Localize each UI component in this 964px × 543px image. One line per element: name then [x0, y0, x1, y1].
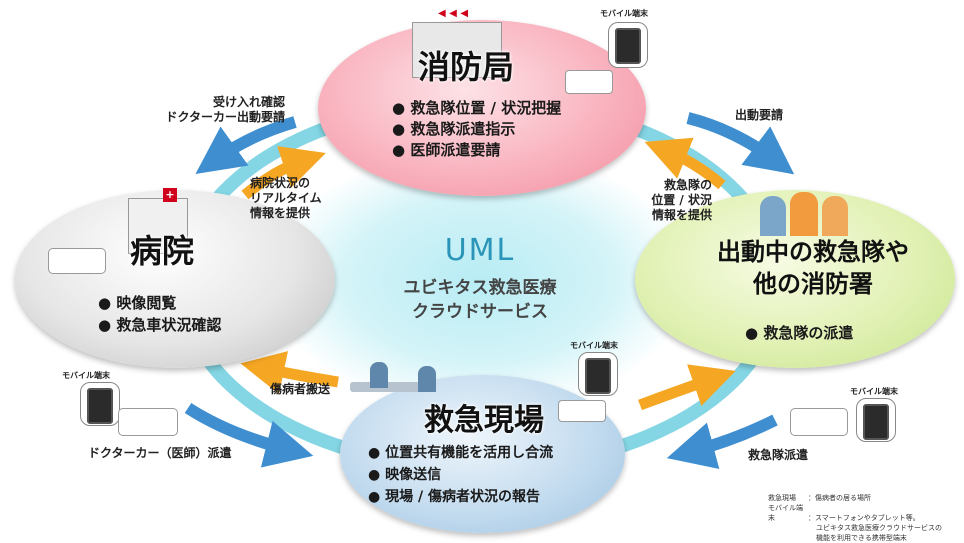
device-label: モバイル端末: [62, 371, 110, 380]
hospital-building-icon: [128, 198, 188, 254]
flow-label-team-info-line1: 救急隊の: [663, 178, 712, 192]
hospital-bullet: 救急車状況確認: [98, 314, 221, 336]
center-line1: ユビキタス救急医療: [403, 278, 557, 298]
flow-label-hospital-info-line3: 情報を提供: [250, 206, 311, 220]
ambulance-team-title-line1: 出動中の救急隊や: [717, 238, 909, 266]
hospital-bullet: 映像閲覧: [98, 292, 221, 314]
fire-bureau-title: 消防局: [418, 48, 515, 86]
legend-mobile-desc1: ：スマートフォンやタブレット等。: [808, 514, 920, 522]
flow-label-hospital-info-line1: 病院状況の: [250, 176, 311, 190]
mobile-phone-icon: [585, 358, 611, 394]
doctor-car-icon: [48, 248, 106, 274]
flow-label-acceptance: 受け入れ確認 ドクターカー出動要請: [140, 95, 285, 125]
center-service-name: ユビキタス救急医療 クラウドサービス: [370, 276, 590, 324]
ambulance-team-bullet: 救急隊の派遣: [745, 322, 853, 343]
scene-bullet: 位置共有機能を活用し合流: [368, 442, 553, 464]
flow-label-team-info-line2: 位置 / 状況: [651, 193, 712, 207]
legend-mobile-row: モバイル端末 ：スマートフォンやタブレット等。: [768, 503, 958, 523]
flow-label-team-info-line3: 情報を提供: [651, 208, 712, 222]
hospital-title: 病院: [130, 232, 195, 270]
fire-bureau-bullet: 医師派遣要請: [392, 140, 561, 161]
device-label: モバイル端末: [600, 9, 648, 18]
ambulance-icon: [558, 400, 606, 422]
legend: 救急現場 ：傷病者の居る場所 モバイル端末 ：スマートフォンやタブレット等。 ユビキ…: [768, 493, 958, 543]
flow-label-patient-transport: 傷病者搬送: [270, 382, 331, 396]
fire-bureau-bullet: 救急隊派遣指示: [392, 119, 561, 140]
legend-scene-desc: ：傷病者の居る場所: [808, 494, 871, 502]
rescue-workers-icon: [760, 192, 852, 236]
arrow-fire-to-hospital: [195, 116, 297, 174]
arrow-team-to-fire: [644, 137, 726, 190]
building-icon: [412, 22, 502, 78]
arrow-scene-to-team: [638, 364, 736, 411]
flow-label-doctor-car: ドクターカー（医師）派遣: [88, 446, 232, 460]
ambulance-icon: [790, 408, 848, 436]
hospital-bullets: 映像閲覧 救急車状況確認: [98, 292, 221, 336]
scene-title: 救急現場: [424, 403, 544, 438]
fire-bureau-bullet: 救急隊位置 / 状況把握: [392, 98, 561, 119]
ambulance-team-bullets: 救急隊の派遣: [745, 322, 853, 343]
red-cross-icon: +: [163, 188, 177, 202]
ambulance-team-title: 出動中の救急隊や 他の消防署: [678, 236, 948, 300]
mobile-phone-icon: [87, 388, 113, 424]
legend-mobile-term: モバイル端末: [768, 504, 803, 522]
arrow-scene-to-hospital: [240, 351, 339, 395]
flow-label-dispatch-request: 出動要請: [735, 108, 784, 122]
uml-logo: UML: [444, 233, 516, 268]
legend-scene-term: 救急現場: [768, 494, 796, 502]
arrow-hospital-to-fire: [241, 146, 326, 200]
ambulance-icon: [565, 70, 613, 94]
center-line2: クラウドサービス: [412, 302, 548, 322]
mobile-phone-icon: [615, 28, 641, 64]
arrow-hospital-to-scene: [184, 402, 314, 468]
device-label: モバイル端末: [570, 341, 618, 350]
scene-bullets: 位置共有機能を活用し合流 映像送信 現場 / 傷病者状況の報告: [368, 442, 553, 508]
scene-bullet: 現場 / 傷病者状況の報告: [368, 486, 553, 508]
legend-scene-row: 救急現場 ：傷病者の居る場所: [768, 493, 958, 503]
flow-label-team-info: 救急隊の 位置 / 状況 情報を提供: [650, 178, 712, 223]
arrow-team-to-scene: [666, 414, 778, 470]
flag-icon: ◀ ◀ ◀: [438, 8, 469, 19]
flow-label-hospital-info: 病院状況の リアルタイム 情報を提供: [250, 176, 322, 221]
ambulance-team-title-line2: 他の消防署: [753, 270, 873, 298]
paramedics-stretcher-icon: [350, 362, 450, 402]
doctor-car-icon: [118, 408, 178, 436]
device-label: モバイル端末: [850, 387, 898, 396]
flow-label-hospital-info-line2: リアルタイム: [250, 191, 322, 205]
arrow-fire-to-team: [686, 112, 795, 175]
flow-label-acceptance-line1: 受け入れ確認: [212, 95, 285, 109]
flow-label-team-dispatch: 救急隊派遣: [748, 448, 809, 462]
mobile-phone-icon: [863, 404, 889, 440]
fire-bureau-bullets: 救急隊位置 / 状況把握 救急隊派遣指示 医師派遣要請: [392, 98, 561, 161]
scene-bullet: 映像送信: [368, 464, 553, 486]
flow-label-acceptance-line2: ドクターカー出動要請: [165, 110, 285, 124]
legend-mobile-desc2: ユビキタス救急医療クラウドサービスの: [816, 524, 942, 532]
legend-mobile-desc3: 機能を利用できる携帯型端末: [816, 534, 907, 542]
